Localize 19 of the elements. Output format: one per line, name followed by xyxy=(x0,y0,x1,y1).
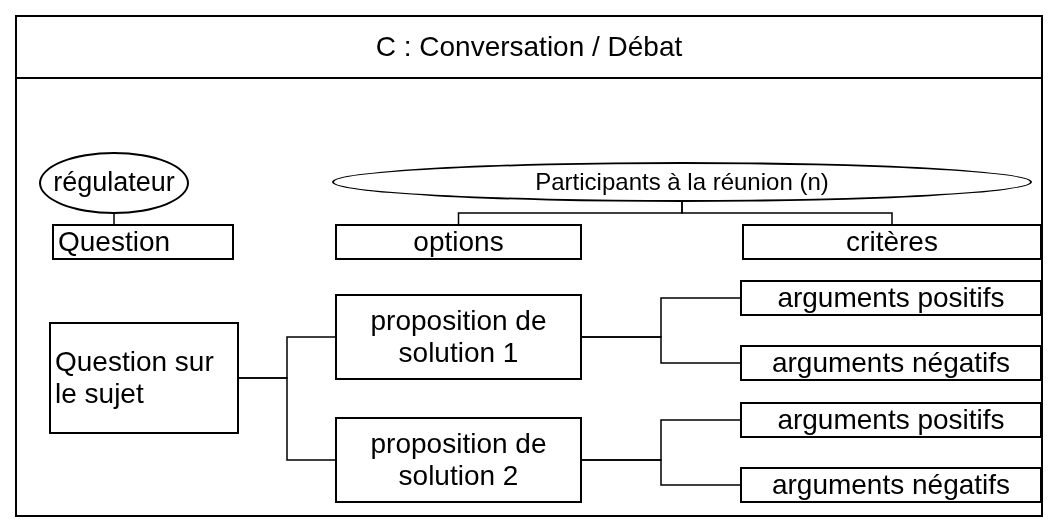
frame-panel xyxy=(15,15,1043,517)
text-box: arguments positifs xyxy=(740,280,1042,316)
connector-line xyxy=(581,459,741,486)
ellipse-node: Participants à la réunion (n) xyxy=(332,162,1032,202)
connector-line xyxy=(581,336,741,364)
text-box: arguments positifs xyxy=(740,402,1042,438)
text-box: arguments négatifs xyxy=(740,345,1042,381)
heading: C : Conversation / Débat xyxy=(17,17,1041,79)
text-box: Question sur le sujet xyxy=(49,322,239,434)
text-box: critères xyxy=(742,224,1042,260)
ellipse-node: régulateur xyxy=(39,152,189,214)
text-box: Question xyxy=(52,224,234,260)
text-box: arguments négatifs xyxy=(740,467,1042,503)
connector-line xyxy=(113,213,115,225)
text-box: proposition de solution 2 xyxy=(335,417,582,503)
text-box: proposition de solution 1 xyxy=(335,294,582,380)
connector-line xyxy=(238,377,336,461)
connector-line xyxy=(681,201,893,225)
text-box: options xyxy=(335,224,582,260)
